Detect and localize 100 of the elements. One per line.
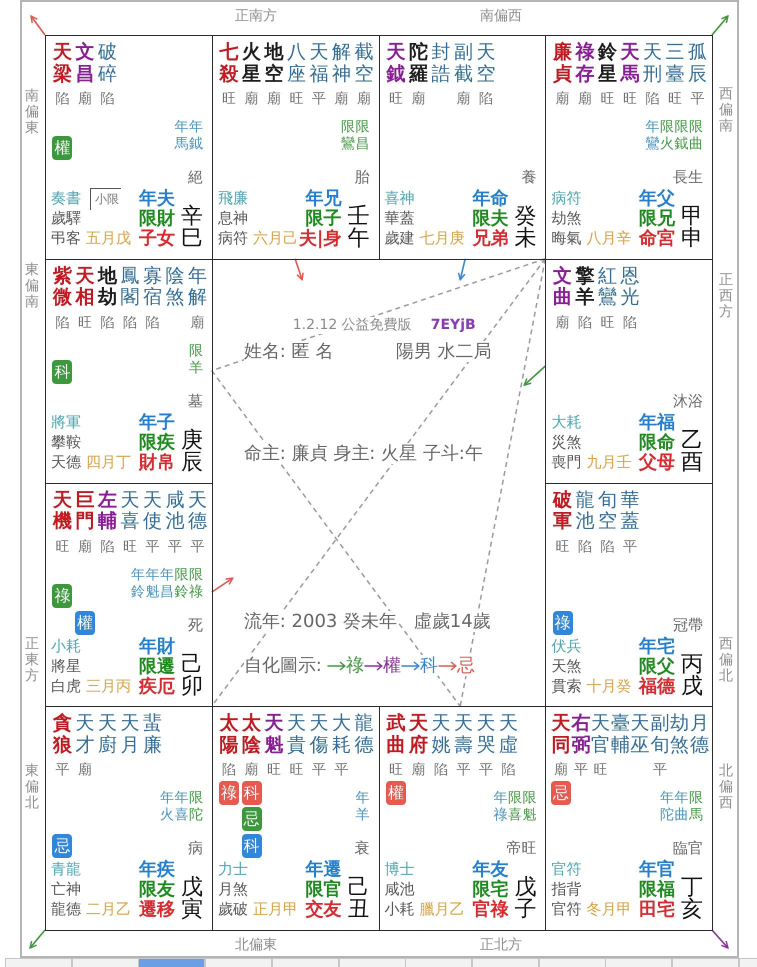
stem-branch-label: 癸未 — [514, 206, 536, 250]
brightness-label: 陷 — [646, 91, 660, 107]
brightness-label: 廟 — [556, 314, 570, 331]
stem-branch-label: 乙酉 — [681, 430, 703, 474]
minor-star-name: 年羊 — [356, 790, 370, 824]
star-name: 破碎 — [98, 42, 117, 85]
star-name: 臺輔 — [610, 713, 630, 756]
spirit-name: 月煞 — [218, 880, 248, 900]
palace-name: 限疾 — [138, 432, 175, 453]
brightness-label: 平 — [690, 91, 704, 107]
month-label: 六月己 — [252, 229, 298, 248]
palace-cell — [378, 35, 546, 260]
star-name: 天虛 — [498, 713, 518, 756]
star-name: 副截 — [454, 42, 473, 85]
arrow — [524, 366, 546, 386]
compass-label: 正西方 — [719, 272, 733, 320]
spirit-name: 息神 — [218, 209, 248, 228]
legend-label: 忌 — [456, 654, 475, 676]
legend-label: 權 — [382, 654, 401, 676]
star-name: 擎羊 — [576, 266, 594, 309]
arrow — [30, 15, 46, 36]
star-name: 天空 — [476, 42, 496, 85]
minor-star-name: 限昌 — [356, 119, 370, 153]
brightness-label: 平 — [190, 538, 204, 554]
growth-stage-label: 臨官 — [673, 840, 703, 858]
month-label: 七月庚 — [420, 229, 464, 248]
brightness-label: 旺 — [388, 762, 403, 778]
brightness-label: 旺 — [78, 314, 92, 331]
brightness-label: 陷 — [145, 314, 160, 331]
stem-branch-label: 甲申 — [681, 206, 703, 250]
minor-star-name: 限馬 — [689, 790, 703, 824]
spirit-name: 華蓋 — [384, 209, 414, 228]
brightness-label: 廟 — [78, 538, 92, 554]
spirit-name: 弔客 — [51, 229, 81, 248]
brightness-label: 平 — [55, 762, 70, 778]
star-name: 文昌 — [75, 42, 94, 85]
palace-name: 年夫 — [138, 189, 175, 209]
spirit-name: 晦氣 — [551, 229, 582, 248]
star-name: 左輔 — [98, 490, 117, 532]
brightness-label: 平 — [456, 762, 470, 778]
spirit-name: 將星 — [51, 656, 81, 676]
spirit-name: 大耗 — [551, 412, 582, 432]
brightness-label: 旺 — [594, 762, 608, 778]
transform-badge: 忌 — [551, 781, 572, 806]
star-name: 火星 — [242, 42, 261, 85]
minor-star-name: 年魁 — [145, 566, 160, 600]
stem-branch-label: 戊子 — [514, 877, 536, 922]
star-name: 咸池 — [165, 490, 184, 532]
brightness-label: 平 — [168, 538, 182, 554]
brightness-label: 陷 — [100, 91, 114, 107]
info-text: 命主: 廉貞 身主: 火星 子斗:午 — [244, 442, 483, 464]
minor-star-name: 年祿 — [493, 790, 508, 824]
stem-branch-label: 丁亥 — [681, 877, 703, 922]
brightness-label: 廟 — [554, 762, 568, 778]
palace-cell — [45, 35, 213, 260]
transform-badge: 權 — [74, 610, 95, 634]
star-name: 天魁 — [264, 713, 284, 756]
star-name: 太陰 — [242, 713, 261, 756]
brightness-label: 旺 — [623, 91, 637, 107]
info-text: 自化圖示: — [244, 654, 322, 676]
compass-label: 西偏北 — [719, 636, 733, 684]
spirit-name: 病符 — [551, 189, 582, 208]
spirit-name: 伏兵 — [551, 636, 582, 656]
palace-name: 兄弟 — [472, 229, 508, 249]
star-name: 天德 — [188, 490, 207, 532]
star-name: 祿存 — [576, 42, 594, 85]
star-name: 天使 — [142, 490, 162, 532]
minor-star-name: 年曲 — [674, 790, 688, 824]
star-name: 八座 — [287, 42, 306, 85]
compass-label: 北偏西 — [719, 763, 733, 812]
brightness-label: 平 — [623, 538, 637, 554]
star-name: 天府 — [408, 713, 428, 756]
star-name: 紅鸞 — [598, 266, 617, 309]
star-name: 天梁 — [52, 42, 72, 85]
star-name: 龍池 — [576, 490, 594, 532]
brightness-label: 廟 — [78, 762, 92, 778]
transform-badge: 祿 — [52, 584, 72, 608]
brightness-label: 平 — [574, 762, 588, 778]
arrow — [29, 929, 46, 949]
palace-name: 財帛 — [138, 452, 175, 473]
star-name: 天姚 — [431, 713, 450, 756]
compass-label: 南偏東 — [25, 88, 39, 136]
brightness-label: 陷 — [434, 762, 448, 778]
spirit-name: 災煞 — [551, 432, 582, 452]
spirit-name: 奏書 — [51, 189, 81, 208]
brightness-label: 平 — [478, 762, 493, 778]
limit-box: 小限 — [90, 188, 121, 210]
month-label: 臘月乙 — [420, 900, 464, 920]
brightness-label: 旺 — [556, 538, 570, 554]
minor-star-name: 年鈴 — [130, 566, 145, 600]
brightness-label: 廟 — [244, 91, 258, 107]
stem-branch-label: 己丑 — [348, 877, 370, 922]
star-name: 天福 — [310, 42, 328, 85]
transform-badge: 祿 — [552, 610, 572, 634]
minor-star-name: 年昌 — [160, 566, 174, 600]
minor-star-name: 年鸞 — [646, 119, 660, 153]
spirit-name: 青龍 — [51, 860, 81, 880]
growth-stage-label: 冠帶 — [673, 616, 703, 634]
growth-stage-label: 衰 — [354, 840, 370, 858]
palace-name: 年子 — [138, 412, 175, 433]
